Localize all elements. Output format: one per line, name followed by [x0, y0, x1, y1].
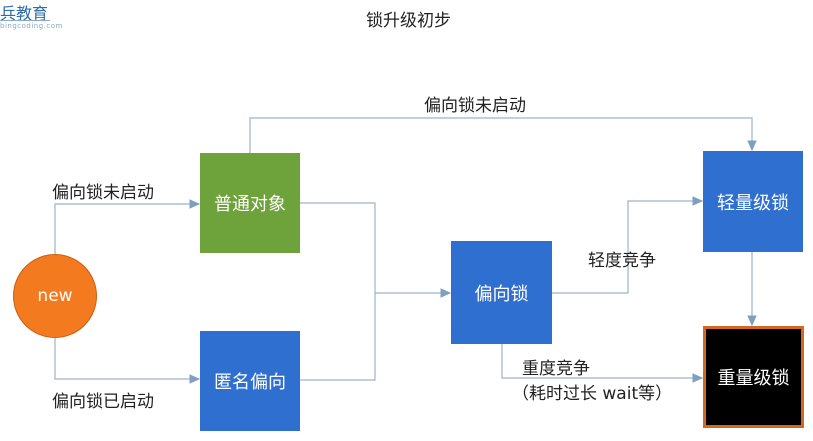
edge-new-to-anonymous	[54, 338, 201, 384]
edge-label-light-contention: 轻度竞争	[588, 251, 656, 271]
edge-anon-to-merge	[300, 293, 376, 381]
lightweight-lock-node: 轻量级锁	[703, 151, 803, 252]
heavyweight-lock-node: 重量级锁	[703, 326, 804, 428]
edge-label-heavy-contention-detail: （耗时过长 wait等）	[512, 384, 673, 404]
edge-biased-to-heavy	[501, 344, 704, 383]
anonymous-biased-node: 匿名偏向	[200, 331, 300, 431]
logo-text: 兵教育	[0, 4, 49, 23]
edge-label-heavy-contention: 重度竞争	[522, 359, 590, 379]
edge-label-new-to-anonymous: 偏向锁已启动	[52, 392, 154, 412]
edge-new-to-plain	[54, 199, 201, 254]
page-title: 锁升级初步	[366, 11, 451, 31]
biased-lock-node: 偏向锁	[451, 241, 552, 344]
edge-plain-to-merge	[300, 202, 376, 293]
plain-object-node: 普通对象	[200, 153, 300, 253]
edge-label-top: 偏向锁未启动	[424, 96, 526, 116]
edge-plain-to-light	[249, 117, 757, 153]
logo: 兵教育 bingcoding.com	[0, 0, 63, 32]
edge-biased-to-light	[552, 196, 704, 294]
new-node: new	[13, 254, 97, 338]
edge-label-new-to-plain: 偏向锁未启动	[52, 183, 154, 203]
logo-subtitle: bingcoding.com	[0, 20, 63, 30]
